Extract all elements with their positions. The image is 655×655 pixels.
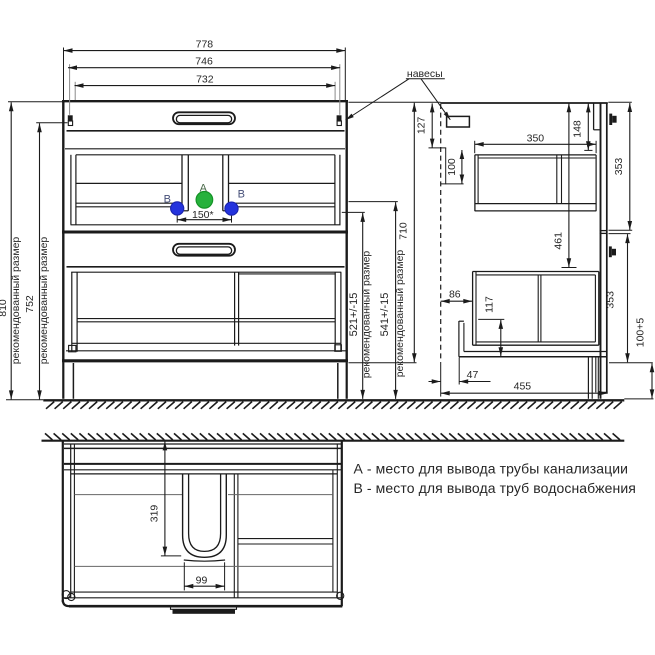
svg-text:752: 752 bbox=[24, 295, 36, 313]
svg-text:353: 353 bbox=[613, 158, 625, 176]
svg-text:рекомендованный размер: рекомендованный размер bbox=[38, 237, 50, 365]
svg-text:810: 810 bbox=[0, 299, 9, 317]
svg-text:рекомендованный размер: рекомендованный размер bbox=[10, 237, 22, 365]
svg-text:746: 746 bbox=[195, 55, 213, 67]
svg-text:778: 778 bbox=[196, 38, 214, 50]
svg-text:461: 461 bbox=[553, 232, 565, 250]
svg-text:навесы: навесы bbox=[407, 68, 443, 80]
svg-text:А - место для вывода трубы кан: А - место для вывода трубы канализации bbox=[354, 461, 629, 477]
svg-text:100+5: 100+5 bbox=[634, 318, 646, 348]
svg-text:455: 455 bbox=[514, 380, 532, 392]
svg-text:521+/-15: 521+/-15 bbox=[348, 293, 360, 337]
svg-text:86: 86 bbox=[449, 288, 461, 300]
svg-text:99: 99 bbox=[196, 574, 208, 586]
svg-text:127: 127 bbox=[416, 116, 428, 134]
svg-text:710: 710 bbox=[398, 222, 410, 240]
svg-text:B: B bbox=[164, 193, 171, 205]
svg-text:541+/-15: 541+/-15 bbox=[379, 293, 391, 337]
svg-text:A: A bbox=[200, 182, 208, 194]
svg-text:B: B bbox=[238, 188, 245, 200]
svg-text:рекомендованный размер: рекомендованный размер bbox=[394, 250, 406, 378]
svg-text:732: 732 bbox=[196, 73, 214, 85]
svg-text:В - место для вывода труб водо: В - место для вывода труб водоснабжения bbox=[354, 480, 636, 496]
svg-text:148: 148 bbox=[572, 120, 584, 138]
svg-text:350: 350 bbox=[527, 133, 545, 145]
svg-text:47: 47 bbox=[467, 369, 479, 381]
svg-text:353: 353 bbox=[605, 291, 617, 309]
svg-text:150*: 150* bbox=[192, 209, 214, 221]
svg-text:100: 100 bbox=[446, 158, 458, 176]
svg-text:117: 117 bbox=[484, 296, 496, 313]
svg-text:рекомендованный размер: рекомендованный размер bbox=[360, 251, 372, 379]
svg-text:319: 319 bbox=[148, 505, 160, 523]
